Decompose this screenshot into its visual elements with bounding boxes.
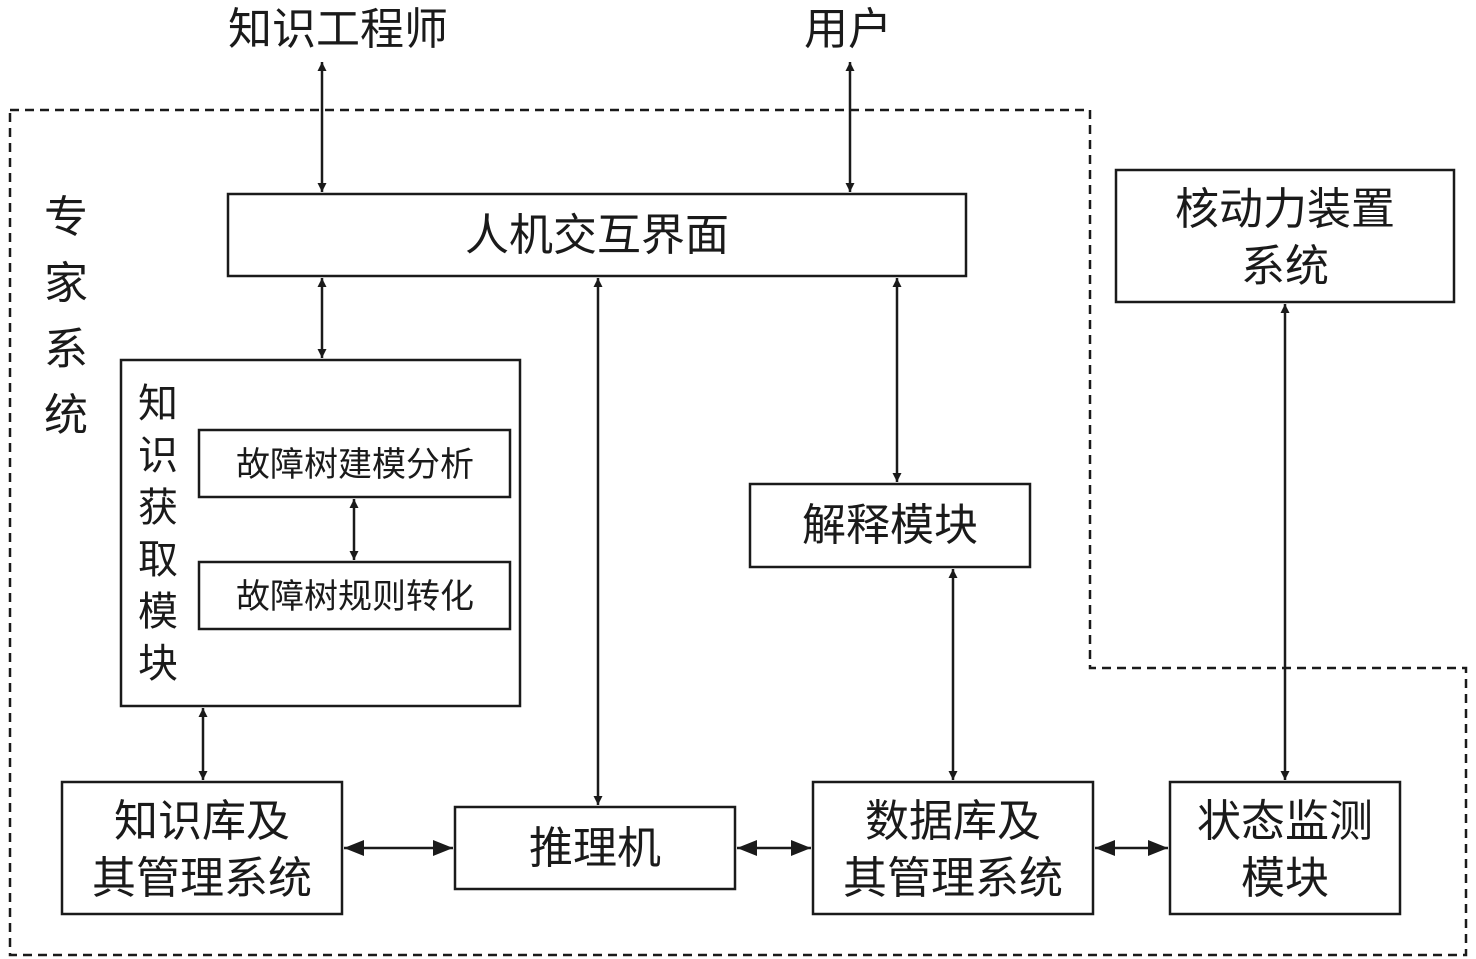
knowledge-acquisition-box: [119, 358, 522, 708]
nuclear-plant-label-line1: 核动力装置: [1175, 184, 1395, 235]
database-label-line2: 其管理系统: [843, 853, 1063, 904]
knowledge-base-label-line1: 知识库及: [114, 796, 290, 847]
database-box: [811, 780, 1095, 916]
inference-engine-box: [453, 805, 737, 891]
expert-system-char: 统: [44, 390, 88, 441]
database-label-line1: 数据库及: [865, 796, 1041, 847]
explanation-box: [748, 482, 1032, 569]
explanation-label: 解释模块: [802, 500, 978, 551]
nuclear-plant-box: [1114, 168, 1456, 304]
knowledge-acquisition-char: 取: [138, 537, 178, 583]
knowledge-acquisition-char: 识: [138, 433, 178, 479]
nuclear-plant-label-line2: 系统: [1241, 241, 1329, 292]
fault-tree-rules-label: 故障树规则转化: [236, 577, 474, 617]
expert-system-char: 专: [44, 192, 88, 243]
knowledge-engineer-label: 知识工程师: [228, 4, 448, 55]
knowledge-acquisition-char: 块: [138, 641, 178, 687]
fault-tree-rules-box: [197, 560, 512, 631]
inference-engine-label: 推理机: [529, 823, 661, 874]
fault-tree-modeling-box: [197, 428, 512, 499]
expert-system-char: 家: [44, 258, 88, 309]
knowledge-base-label-line2: 其管理系统: [92, 853, 312, 904]
knowledge-acquisition-char: 知: [138, 381, 178, 427]
knowledge-base-box: [60, 780, 344, 916]
state-monitoring-label-line1: 状态监测: [1197, 796, 1373, 847]
expert-system-char: 系: [44, 324, 88, 375]
expert-system-boundary: [8, 108, 1468, 957]
state-monitoring-label-line2: 模块: [1241, 853, 1329, 904]
knowledge-acquisition-char: 获: [138, 485, 178, 531]
knowledge-acquisition-char: 模: [138, 589, 178, 635]
fault-tree-modeling-label: 故障树建模分析: [236, 445, 474, 485]
knowledge-acquisition-label: 知 识 获 取 模 块: [138, 381, 178, 687]
hci-box: [226, 192, 968, 278]
user-label: 用户: [804, 4, 892, 55]
expert-system-label: 专 家 系 统: [44, 192, 88, 441]
hci-label: 人机交互界面: [465, 210, 729, 261]
state-monitoring-box: [1168, 780, 1402, 916]
